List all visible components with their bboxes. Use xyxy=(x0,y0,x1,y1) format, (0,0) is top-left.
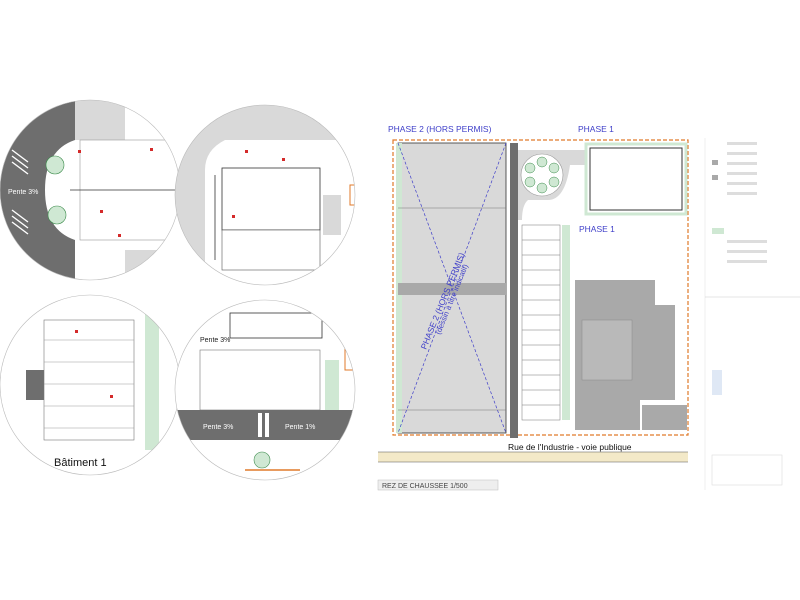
slope-label-1: Pente 3% xyxy=(8,189,38,196)
street-label: Rue de l'Industrie - voie publique xyxy=(508,442,632,452)
plan-title: REZ DE CHAUSSEE 1/500 xyxy=(382,483,468,490)
legend-panel xyxy=(704,138,800,490)
phase1-label-top: PHASE 1 xyxy=(578,124,614,134)
detail-circle-2 xyxy=(175,105,355,285)
slope-label-4: Pente 1% xyxy=(285,424,315,431)
phase1-label-mid: PHASE 1 xyxy=(579,224,615,234)
detail-circle-4 xyxy=(175,300,355,480)
main-site-plan xyxy=(377,139,689,491)
slope-label-2: Pente 3% xyxy=(200,337,230,344)
parking-lines xyxy=(522,239,560,406)
building-label: Bâtiment 1 xyxy=(54,457,107,469)
detail-circle-3 xyxy=(0,295,180,475)
slope-label-3: Pente 3% xyxy=(203,424,233,431)
phase2-label: PHASE 2 (HORS PERMIS) xyxy=(388,124,492,134)
